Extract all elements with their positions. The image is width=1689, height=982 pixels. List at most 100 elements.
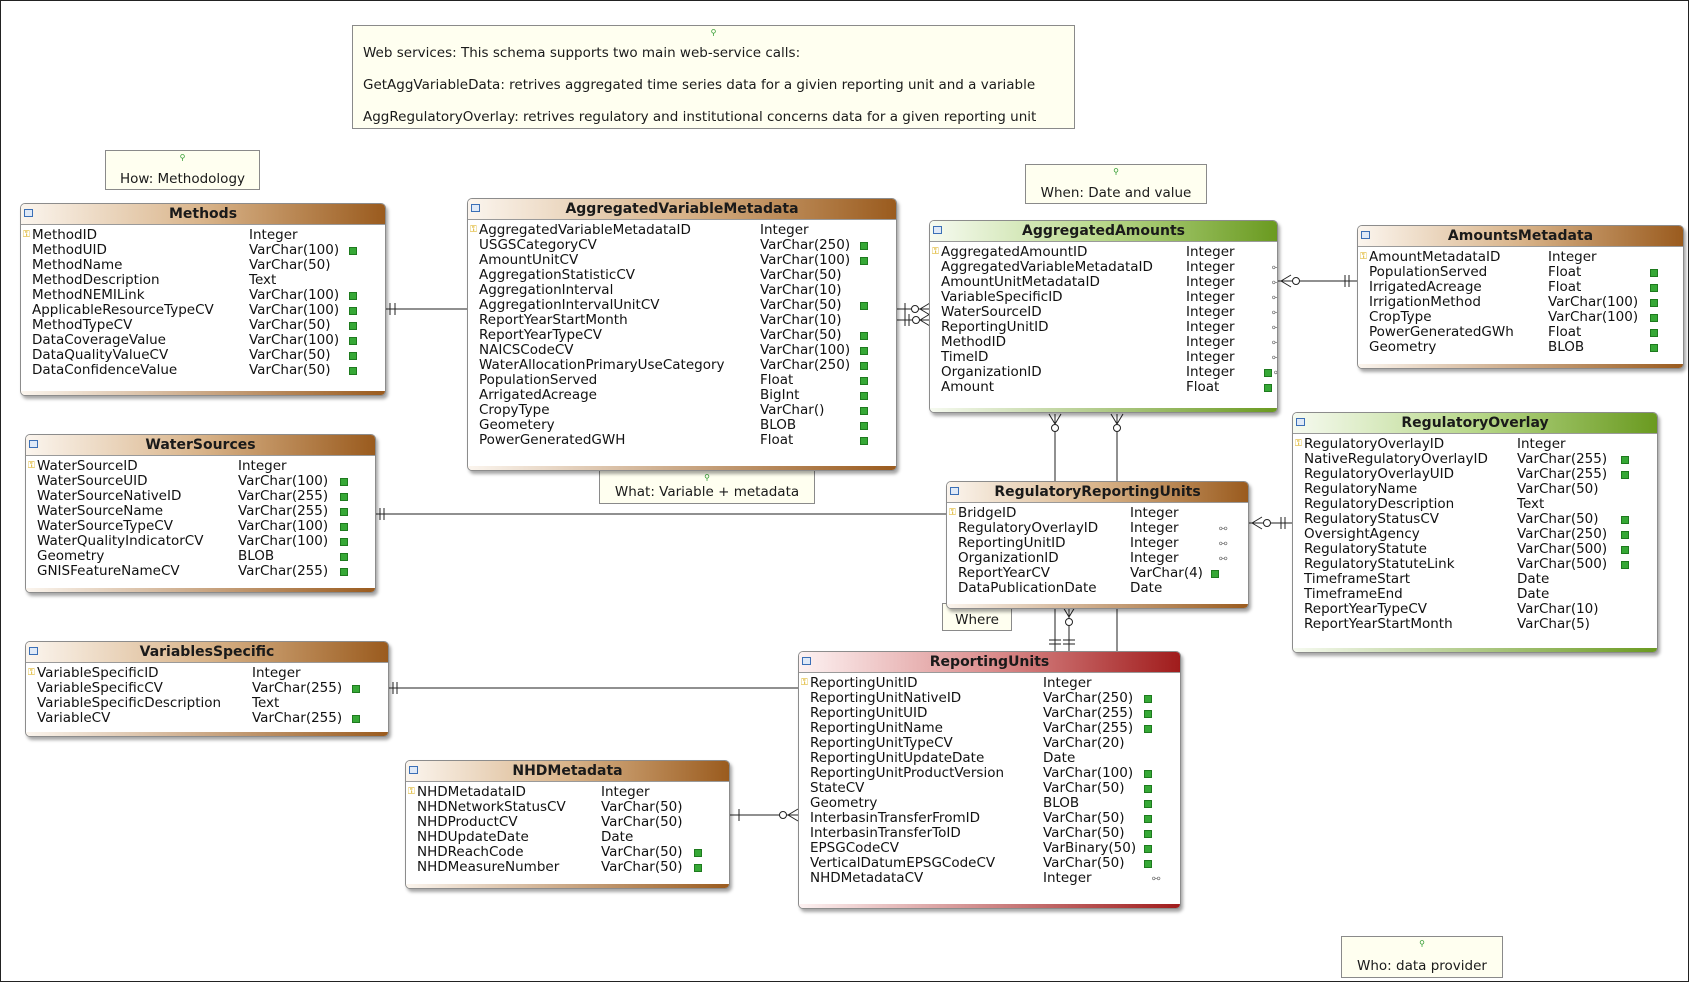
table-header[interactable]: Methods (21, 204, 385, 225)
table-header[interactable]: ReportingUnits (799, 652, 1180, 673)
table-header[interactable]: RegulatoryReportingUnits (947, 482, 1248, 503)
table-header[interactable]: VariablesSpecific (26, 642, 388, 663)
table-header[interactable]: AggregatedVariableMetadata (468, 199, 896, 220)
table-header[interactable]: NHDMetadata (406, 761, 729, 782)
table-aggregated-variable-metadata[interactable]: AggregatedVariableMetadata ⚿AggregatedVar… (467, 198, 897, 471)
table-header[interactable]: AggregatedAmounts (930, 221, 1277, 242)
table-header[interactable]: WaterSources (26, 435, 375, 456)
table-header[interactable]: AmountsMetadata (1358, 226, 1683, 247)
